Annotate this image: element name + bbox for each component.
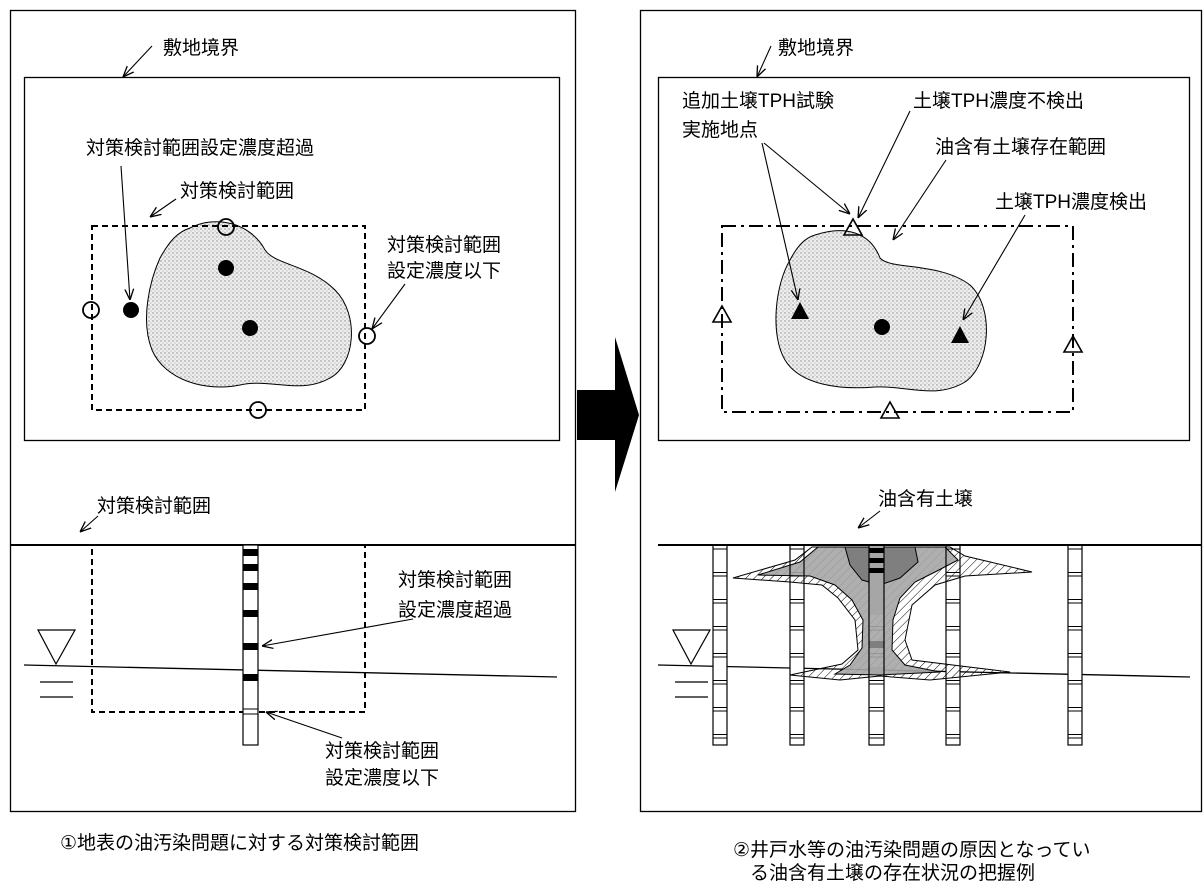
exceed-point-marker: [242, 320, 258, 336]
exceed-point-marker: [874, 319, 890, 335]
oil-soil-body: [757, 546, 959, 676]
exceed-segment: [243, 564, 258, 571]
right-panel-frame: [639, 9, 1203, 813]
oil-soil-range-label: 油含有土壌存在範囲: [935, 136, 1106, 158]
additional-test-label-line2: 実施地点: [682, 119, 758, 141]
not-detected-arrow: [858, 110, 911, 218]
exceed-point-marker: [218, 260, 234, 276]
boring-columns: [713, 545, 1082, 745]
below-point-marker: [358, 327, 376, 345]
not-detected-point-marker: [1062, 334, 1084, 353]
detected-label: 土壌TPH濃度検出: [995, 191, 1147, 213]
exceed-segment: [869, 548, 884, 553]
additional-test-label-line1: 追加土壌TPH試験: [682, 90, 834, 112]
left-site-boundary-label: 敷地境界: [163, 37, 239, 59]
detected-point-marker: [791, 302, 809, 319]
boring-column: [790, 545, 804, 745]
boring-column: [1068, 545, 1082, 745]
right-contaminated-area: [775, 230, 987, 392]
exceed-segment: [869, 568, 884, 573]
left-section-range-dashed: [91, 544, 366, 713]
left-panel-frame: [9, 9, 577, 813]
oil-soil-label: 油含有土壌: [878, 488, 973, 510]
right-site-boundary-label: 敷地境界: [778, 37, 854, 59]
section-below-label-line2: 設定濃度以下: [325, 767, 439, 789]
right-caption-line2: る油含有土壌の存在状況の把握例: [750, 862, 1035, 884]
section-range-arrow: [80, 515, 99, 532]
section-below-label-line1: 対策検討範囲: [325, 740, 439, 762]
range-label: 対策検討範囲: [180, 180, 294, 202]
left-boring-column: [242, 544, 259, 746]
exceed-segment: [243, 549, 258, 556]
right-panel: 敷地境界 追加土壌TPH試験 実施地点 土壌TPH濃度不検出 油含有土壌存在範囲…: [639, 9, 1203, 884]
exceed-segment: [243, 610, 258, 617]
transition-arrow: [577, 337, 639, 492]
boring-column: [713, 545, 727, 745]
oil-soil-arrow: [858, 510, 881, 528]
not-detected-label: 土壌TPH濃度不検出: [913, 90, 1084, 112]
section-exceed-arrow: [262, 618, 414, 646]
left-site-boundary-box: [23, 76, 561, 442]
below-point-marker: [82, 301, 100, 319]
below-point-marker: [249, 401, 267, 419]
section-range-label: 対策検討範囲: [97, 495, 211, 517]
below-point-marker: [217, 218, 235, 236]
not-detected-point-marker: [879, 400, 901, 419]
exceed-point-marker: [123, 302, 139, 318]
right-site-boundary-arrow: [757, 45, 772, 77]
below-label-arrow: [372, 283, 406, 329]
range-label-arrow: [150, 198, 177, 217]
left-caption: ①地表の油汚染問題に対する対策検討範囲: [60, 832, 419, 854]
right-site-boundary-box: [657, 76, 1191, 442]
not-detected-point-marker: [711, 304, 733, 323]
additional-test-arrow: [761, 142, 798, 300]
exceed-segment: [243, 583, 258, 590]
exceed-segment: [869, 558, 884, 563]
exceed-label-arrow: [120, 165, 130, 300]
oil-soil-range-arrow: [893, 159, 947, 240]
detected-arrow: [963, 214, 1026, 320]
below-label-line1: 対策検討範囲: [387, 234, 501, 256]
section-exceed-label-line2: 設定濃度超過: [398, 599, 512, 621]
right-caption-line1: ②井戸水等の油汚染問題の原因となってい: [733, 839, 1091, 861]
boring-column: [946, 545, 960, 745]
left-groundwater-table: [23, 664, 558, 678]
left-panel: 敷地境界 対策検討範囲設定濃度超過 対策検討範囲 対策検討範囲 設定濃度以下: [9, 9, 577, 854]
exceed-segment: [243, 643, 258, 650]
below-label-line2: 設定濃度以下: [387, 260, 501, 282]
right-water-level-icon: [672, 629, 712, 698]
section-below-arrow: [266, 712, 343, 739]
center-boring-column-detail: [869, 545, 884, 674]
additional-test-arrow: [763, 142, 850, 214]
exceed-label: 対策検討範囲設定濃度超過: [86, 137, 314, 159]
left-contaminated-area: [146, 221, 352, 388]
oil-soil-range-dashdot: [721, 225, 1074, 413]
left-water-level-icon: [37, 629, 77, 698]
not-detected-point-marker: [842, 217, 864, 236]
exceed-segment: [243, 674, 258, 681]
left-site-boundary-arrow: [123, 45, 153, 77]
section-exceed-label-line1: 対策検討範囲: [398, 569, 512, 591]
detected-point-marker: [951, 326, 969, 343]
